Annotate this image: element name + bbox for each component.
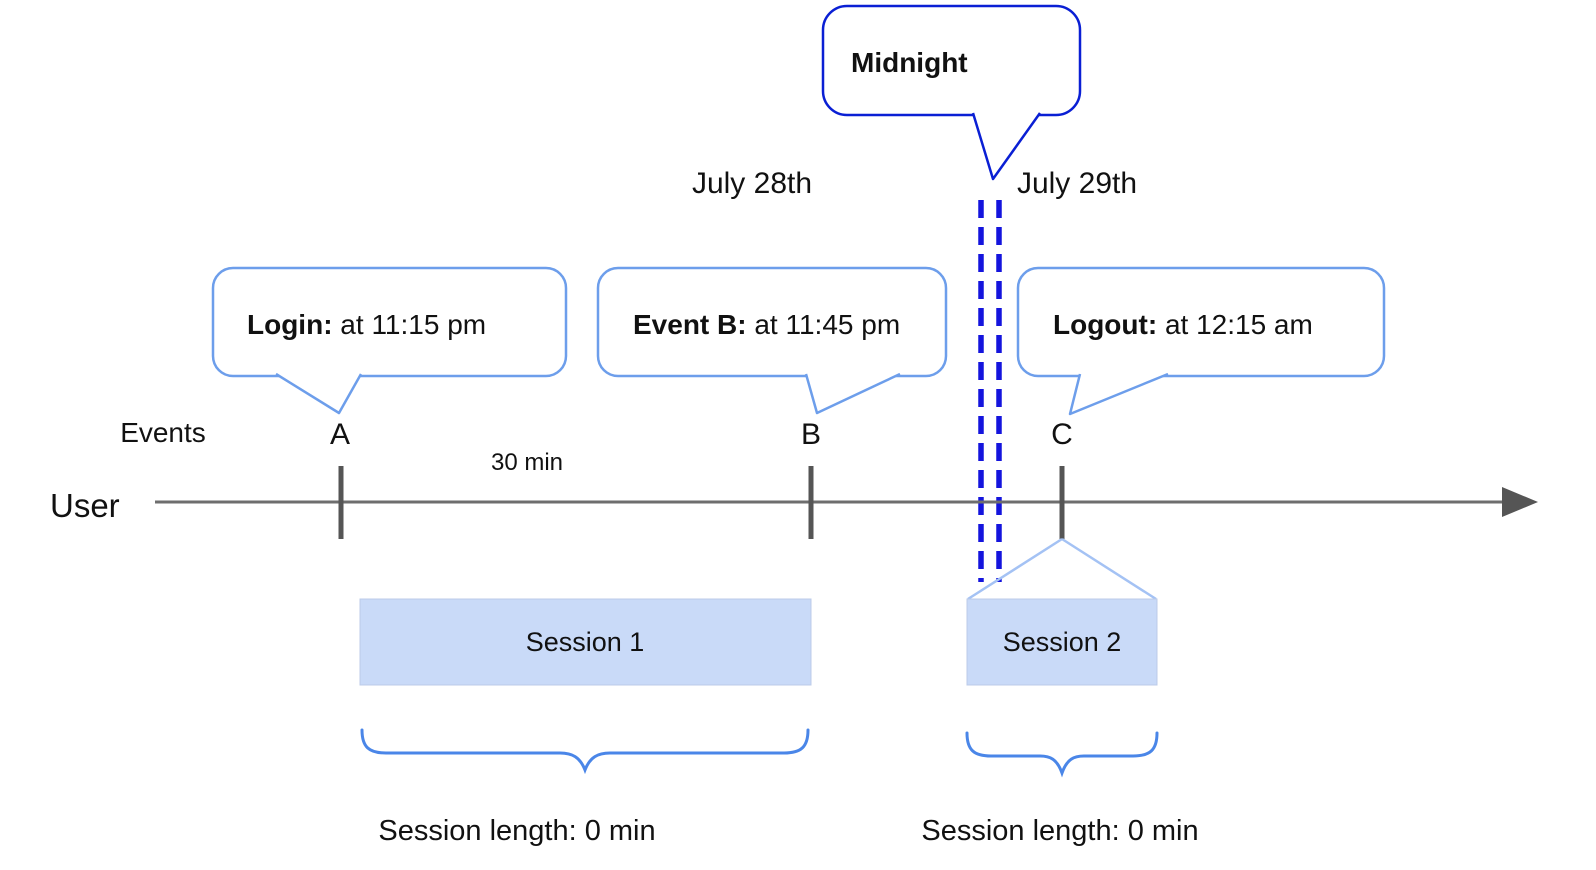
session-1-label: Session 1 [526, 627, 645, 657]
midnight-callout-tail [971, 112, 1042, 181]
login-callout-label-bold: Login: [247, 309, 333, 340]
date-label-left: July 28th [692, 167, 812, 200]
login-callout-label: Login: at 11:15 pm [247, 309, 486, 340]
event-mark-a: A [330, 418, 350, 451]
interval-label: 30 min [491, 449, 563, 476]
login-callout-body [211, 266, 568, 378]
event-b-callout-label-bold: Event B: [633, 309, 747, 340]
logout-callout-label-time: at 12:15 am [1157, 309, 1313, 340]
login-callout-label-time: at 11:15 pm [333, 309, 487, 340]
session-1-brace [360, 728, 810, 775]
logout-callout: Logout: at 12:15 am [1016, 266, 1386, 416]
event-b-callout-tail [804, 372, 901, 415]
logout-callout-label-bold: Logout: [1053, 309, 1157, 340]
login-callout-tail [275, 372, 363, 415]
event-b-callout-label: Event B: at 11:45 pm [633, 309, 900, 340]
session-2-label: Session 2 [1003, 627, 1122, 657]
timeline-arrowhead-icon [1502, 487, 1538, 517]
timeline-axis [155, 466, 1538, 539]
session-funnel-line-left [967, 537, 1063, 601]
logout-callout-body [1016, 266, 1386, 378]
session-2-brace [965, 731, 1159, 778]
midnight-callout-body [821, 4, 1082, 117]
session-2-rect [966, 598, 1158, 686]
event-mark-b: B [801, 418, 821, 451]
session-funnel-line-right [1061, 537, 1157, 601]
event-b-callout: Event B: at 11:45 pm [596, 266, 948, 415]
date-label-right: July 29th [1017, 167, 1137, 200]
midnight-callout-label: Midnight [851, 47, 968, 78]
midnight-callout: Midnight [821, 4, 1082, 181]
event-mark-c: C [1051, 418, 1073, 451]
login-callout: Login: at 11:15 pm [211, 266, 568, 415]
logout-callout-tail [1068, 372, 1169, 416]
session-2-bar: Session 2 [966, 598, 1158, 686]
session-2-length-label: Session length: 0 min [921, 815, 1198, 847]
event-b-callout-label-time: at 11:45 pm [747, 309, 901, 340]
user-axis-label: User [50, 487, 120, 524]
session-1-rect [359, 598, 812, 686]
session-2-funnel [967, 537, 1157, 601]
logout-callout-label: Logout: at 12:15 am [1053, 309, 1313, 340]
session-1-bar: Session 1 [359, 598, 812, 686]
event-b-callout-body [596, 266, 948, 378]
events-axis-label: Events [120, 417, 206, 448]
midnight-divider [978, 200, 1002, 582]
session-1-length-label: Session length: 0 min [378, 815, 655, 847]
